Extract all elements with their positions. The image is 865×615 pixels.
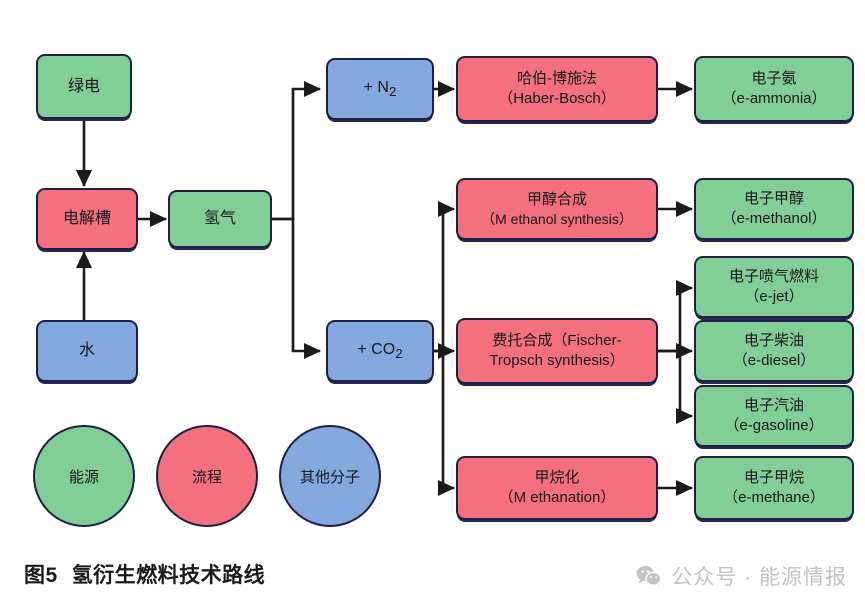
edge-hydrogen-to-co2 — [272, 217, 322, 360]
node-water-label: 水 — [78, 342, 95, 360]
figure-caption-number: 图5 — [24, 564, 58, 587]
node-methanol-synthesis-label-en: （M ethanol synthesis） — [481, 210, 633, 227]
node-add-n2[interactable]: + N2 — [326, 58, 434, 120]
node-methanation-label-cn: 甲烷化 — [534, 469, 580, 487]
legend-item-energy-label: 能源 — [68, 468, 99, 486]
node-methanation-label-en: （M ethanation） — [498, 489, 616, 506]
node-electrolyzer[interactable]: 电解槽 — [36, 188, 138, 250]
edge-co2-to-methanol-synthesis — [434, 200, 456, 353]
legend-item-molecule[interactable]: 其他分子 — [279, 425, 381, 527]
node-green-power-label: 绿电 — [67, 77, 100, 95]
edge-hydrogen-to-n2 — [272, 80, 322, 221]
node-methanol-synthesis-label-cn: 甲醇合成 — [526, 190, 587, 208]
node-electrolyzer-label: 电解槽 — [62, 210, 111, 228]
caption-row: 图5 氢衍生燃料技术路线 公众号 · 能源情报 — [0, 545, 865, 615]
node-fischer-tropsch-label-en: Tropsch synthesis） — [489, 352, 625, 369]
legend-item-energy[interactable]: 能源 — [33, 425, 135, 527]
node-e-gasoline-label-cn: 电子汽油 — [743, 397, 804, 415]
node-e-methanol-label-en: （e-methanol） — [721, 210, 827, 227]
node-e-gasoline-label-en: （e-gasoline） — [724, 417, 824, 434]
figure-caption: 图5 氢衍生燃料技术路线 — [24, 559, 265, 589]
node-haber-bosch-label-cn: 哈伯-博施法 — [517, 70, 597, 88]
edge-fischer-tropsch-to-e-gasoline — [658, 349, 694, 425]
node-haber-bosch-label-en: （Haber-Bosch） — [498, 90, 616, 107]
node-e-methanol-label-cn: 电子甲醇 — [743, 190, 804, 208]
node-e-diesel-label-en: （e-diesel） — [732, 352, 816, 369]
node-e-methanol[interactable]: 电子甲醇 （e-methanol） — [694, 178, 854, 240]
node-fischer-tropsch-label-cn: 费托合成（Fischer- — [492, 332, 622, 350]
legend-item-process[interactable]: 流程 — [156, 425, 258, 527]
node-haber-bosch[interactable]: 哈伯-博施法 （Haber-Bosch） — [456, 56, 658, 122]
node-methanol-synthesis[interactable]: 甲醇合成 （M ethanol synthesis） — [456, 178, 658, 240]
node-green-power[interactable]: 绿电 — [36, 54, 132, 119]
legend-item-process-label: 流程 — [191, 468, 222, 486]
node-e-ammonia-label-cn: 电子氨 — [751, 70, 797, 88]
wechat-icon — [636, 566, 662, 587]
node-hydrogen-label: 氢气 — [203, 210, 236, 228]
node-hydrogen[interactable]: 氢气 — [168, 190, 272, 248]
edge-co2-to-methanation — [434, 349, 456, 497]
node-e-jet-label-en: （e-jet） — [744, 288, 804, 305]
node-methanation[interactable]: 甲烷化 （M ethanation） — [456, 456, 658, 520]
node-e-diesel-label-cn: 电子柴油 — [743, 332, 804, 350]
watermark-text: 公众号 · 能源情报 — [671, 566, 847, 589]
flow-diagram: 绿电 电解槽 水 氢气 + N2 — [33, 54, 854, 527]
edge-fischer-tropsch-to-e-jet — [658, 279, 694, 353]
node-add-n2-label: + N2 — [363, 79, 397, 100]
node-e-methane[interactable]: 电子甲烷 （e-methane） — [694, 456, 854, 520]
node-e-ammonia-label-en: （e-ammonia） — [721, 90, 827, 107]
node-e-jet[interactable]: 电子喷气燃料 （e-jet） — [694, 256, 854, 318]
node-e-methane-label-en: （e-methane） — [723, 489, 825, 506]
node-add-co2[interactable]: + CO2 — [326, 320, 434, 382]
node-e-diesel[interactable]: 电子柴油 （e-diesel） — [694, 320, 854, 382]
figure-caption-title: 氢衍生燃料技术路线 — [71, 564, 266, 587]
watermark: 公众号 · 能源情报 — [636, 561, 847, 591]
node-add-co2-label: + CO2 — [357, 341, 403, 362]
node-e-jet-label-cn: 电子喷气燃料 — [728, 268, 819, 286]
node-e-methane-label-cn: 电子甲烷 — [743, 469, 804, 487]
node-fischer-tropsch[interactable]: 费托合成（Fischer- Tropsch synthesis） — [456, 318, 658, 384]
node-water[interactable]: 水 — [36, 320, 138, 382]
node-e-ammonia[interactable]: 电子氨 （e-ammonia） — [694, 56, 854, 122]
node-e-gasoline[interactable]: 电子汽油 （e-gasoline） — [694, 385, 854, 447]
legend-item-molecule-label: 其他分子 — [299, 468, 360, 486]
